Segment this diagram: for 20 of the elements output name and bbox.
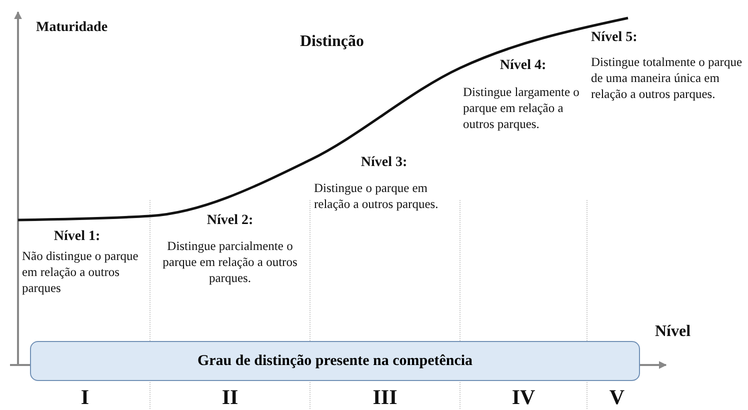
roman-numeral: I [80, 386, 90, 408]
roman-numeral: II [220, 386, 240, 408]
roman-numeral: V [608, 386, 626, 408]
level-description: Distingue parcialmente o parque em relação a outros parques. [162, 238, 298, 286]
level-title: Nível 2: [206, 212, 254, 230]
level-description: Distingue largamente o parque em relação a outros parques. [463, 84, 580, 132]
level-title: Nível 1: [52, 228, 102, 246]
level-description: Distingue totalmente o parque de uma maneira única em relação a outros parques. [591, 54, 743, 102]
axis-label: Nível [655, 323, 692, 341]
level-description: Não distingue o parque em relação a outros parques [22, 248, 140, 296]
level-description: Distingue o parque em relação a outros parques. [314, 180, 440, 212]
level-title: Nível 4: [498, 57, 548, 75]
level-title: Nível 5: [591, 29, 638, 47]
roman-numeral: III [372, 386, 398, 408]
level-title: Nível 3: [360, 154, 408, 172]
band-label: Grau de distinção presente na competência [197, 352, 473, 370]
roman-numeral: IV [510, 386, 536, 408]
axis-label: Maturidade [36, 19, 109, 37]
scale-band [30, 341, 640, 381]
heading: Distinção [300, 33, 365, 51]
